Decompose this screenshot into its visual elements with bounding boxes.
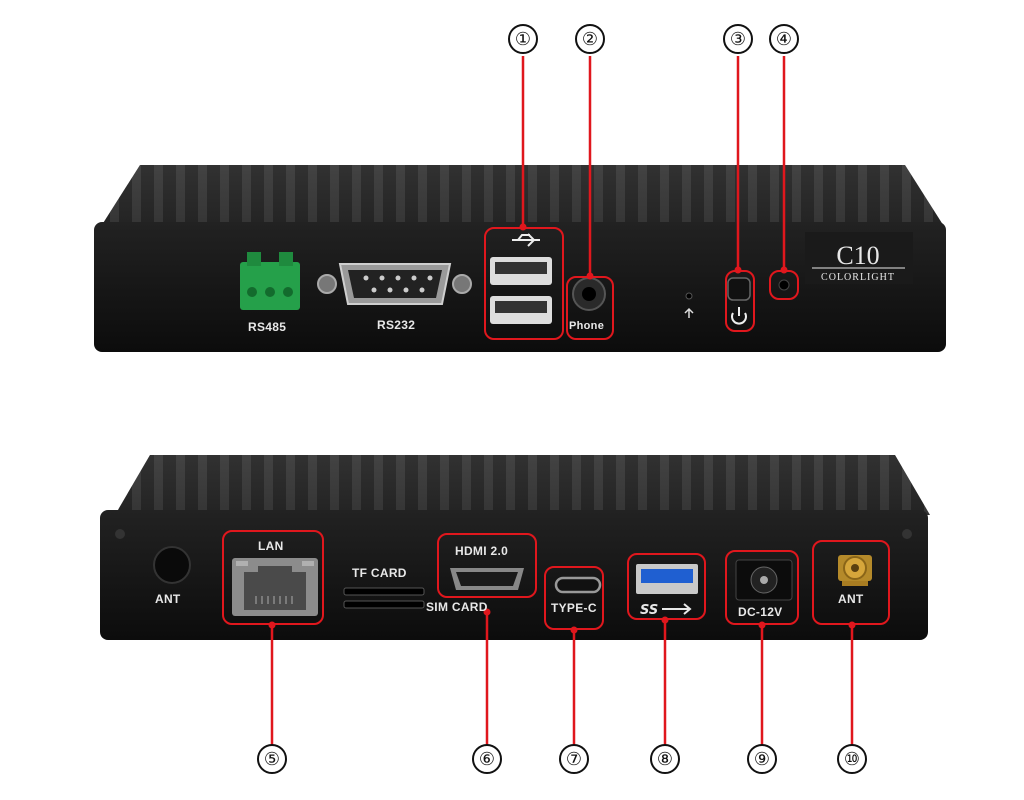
label-type-c: TYPE-C	[551, 601, 597, 615]
ant-left-port	[153, 546, 191, 584]
callout-1: ①	[508, 24, 538, 54]
dc-jack	[735, 559, 793, 601]
brand-name: COLORLIGHT	[821, 272, 895, 283]
leader-lines	[270, 56, 854, 745]
callout-7: ⑦	[559, 744, 589, 774]
callout-6: ⑥	[472, 744, 502, 774]
highlight-indicator	[769, 270, 799, 300]
callout-3: ③	[723, 24, 753, 54]
phone-jack	[572, 277, 606, 311]
highlight-usb	[484, 227, 564, 340]
callout-10: ⑩	[837, 744, 867, 774]
highlight-hdmi	[437, 533, 537, 598]
svg-text:SS: SS	[640, 603, 658, 618]
rs485-terminal	[240, 252, 300, 310]
brand-logo: C10 COLORLIGHT	[805, 232, 913, 284]
indicator-led	[778, 279, 790, 291]
label-lan: LAN	[258, 539, 284, 553]
lan-port	[232, 558, 318, 616]
label-rs485: RS485	[248, 320, 287, 334]
rs232-connector	[317, 263, 472, 305]
label-ant-left: ANT	[155, 592, 181, 606]
callout-8: ⑧	[650, 744, 680, 774]
label-hdmi: HDMI 2.0	[455, 544, 509, 558]
callout-9: ⑨	[747, 744, 777, 774]
tf-card-slot	[343, 587, 425, 596]
label-dc: DC-12V	[738, 605, 783, 619]
power-button	[727, 277, 751, 325]
highlight-usb3	[627, 553, 706, 620]
label-rs232: RS232	[377, 318, 416, 332]
callout-4: ④	[769, 24, 799, 54]
highlight-power	[725, 270, 755, 332]
label-sim-card: SIM CARD	[426, 600, 488, 614]
type-c-port	[554, 576, 602, 594]
highlight-lan	[222, 530, 324, 625]
label-phone: Phone	[569, 320, 605, 332]
brand-model: C10	[836, 241, 879, 270]
label-ant-right: ANT	[838, 592, 864, 606]
highlight-phone	[566, 276, 614, 340]
usb3-port	[636, 564, 698, 594]
hdmi-port	[450, 568, 524, 590]
sim-card-slot	[343, 600, 425, 609]
callout-5: ⑤	[257, 744, 287, 774]
ss-usb-icon: SS	[640, 603, 692, 618]
highlight-ant-right	[812, 540, 890, 625]
highlight-dc	[725, 550, 799, 625]
usb-ports	[490, 233, 552, 324]
label-tf-card: TF CARD	[352, 566, 407, 580]
reset-hole	[685, 292, 693, 300]
callout-2: ②	[575, 24, 605, 54]
ant-right-connector	[838, 555, 872, 586]
highlight-type-c	[544, 566, 604, 630]
